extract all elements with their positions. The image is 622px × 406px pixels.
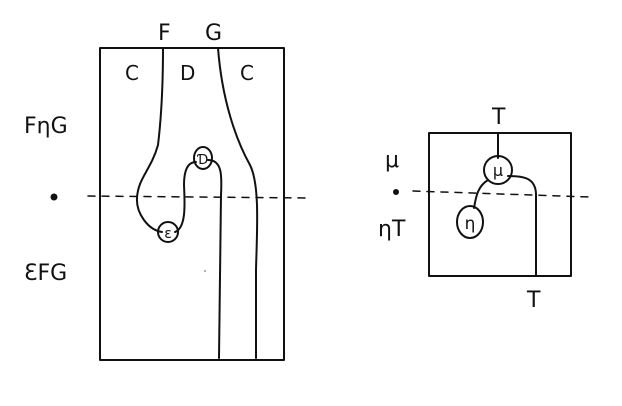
region-label-c-right: C xyxy=(240,61,254,85)
node-mu: μ xyxy=(483,155,513,185)
dashed-cut-right xyxy=(412,190,591,198)
node-eta-label: η xyxy=(465,214,476,234)
point-right xyxy=(393,189,399,195)
region-label-d: D xyxy=(180,61,195,85)
node-mu-label: μ xyxy=(493,161,503,180)
node-eta: η xyxy=(456,205,484,239)
side-label-upper-left: FηG xyxy=(24,114,68,139)
side-label-lower-left: ƐFG xyxy=(24,261,67,286)
right-diagram-frame xyxy=(428,132,572,277)
label-t-bottom: T xyxy=(526,288,541,313)
label-f-top: F xyxy=(158,21,171,46)
node-epsilon-label: ε xyxy=(164,226,172,242)
left-diagram-frame xyxy=(99,47,285,361)
left-string-diagram: F G C D C FηG ƐFG Ɗ ε xyxy=(24,21,306,361)
string-f-into-epsilon xyxy=(174,161,197,233)
side-label-mu: μ xyxy=(385,148,399,173)
node-epsilon: ε xyxy=(157,221,179,243)
label-t-top: T xyxy=(491,105,506,130)
string-g-lower-left xyxy=(207,159,223,359)
node-delta: Ɗ xyxy=(193,146,213,170)
string-f xyxy=(135,47,164,233)
stray-dot xyxy=(204,270,206,272)
right-string-diagram: T T μ ηT μ η xyxy=(378,105,591,313)
string-eta-to-mu xyxy=(473,179,489,209)
string-t-bottom xyxy=(507,175,537,277)
point-left xyxy=(50,193,58,201)
node-delta-label: Ɗ xyxy=(197,153,209,168)
dashed-cut-left xyxy=(87,195,306,199)
label-g-top: G xyxy=(205,21,222,46)
region-label-c-left: C xyxy=(125,61,139,85)
side-label-eta-t: ηT xyxy=(378,217,406,242)
string-g xyxy=(217,47,259,359)
